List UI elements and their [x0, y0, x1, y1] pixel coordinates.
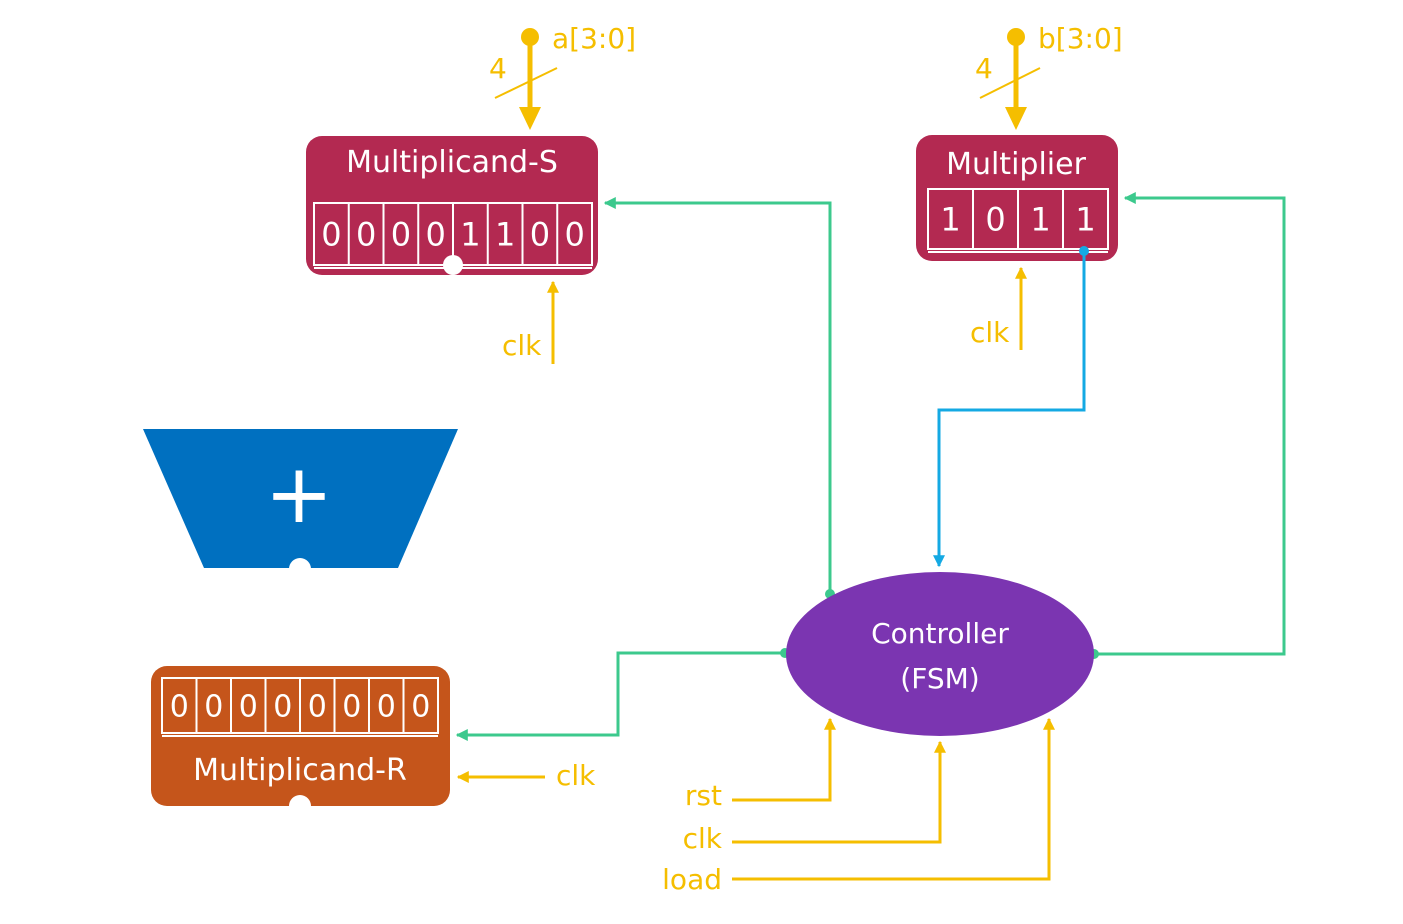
control-wire-multiplicand-s: [603, 197, 835, 599]
multiplicand-s-bit: 1: [460, 216, 480, 254]
multiplicand-r-clk-label: clk: [556, 759, 596, 792]
adder-body: [143, 429, 458, 568]
input-a-width: 4: [489, 52, 507, 85]
control-wire-multiplicand-s-path: [603, 197, 832, 594]
controller-sublabel: (FSM): [900, 662, 979, 695]
multiplicand-s-output-port: [443, 255, 463, 275]
multiplier-title: Multiplier: [946, 147, 1087, 182]
multiplicand-r-bit: 0: [342, 689, 361, 724]
controller-input-load: load: [662, 717, 1055, 896]
multiplier-bit: 1: [1030, 201, 1050, 239]
adder: +: [143, 429, 458, 580]
status-wire-dot: [1079, 246, 1089, 256]
multiplicand-r-bit: 0: [308, 689, 327, 724]
multiplicand-s-clk-label: clk: [502, 329, 542, 362]
control-wire-multiplicand-r: [455, 648, 790, 741]
multiplicand-s-clk: clk: [502, 280, 559, 364]
controller-input-clk-path: [732, 740, 946, 844]
multiplier-clk-label: clk: [970, 316, 1010, 349]
multiplicand-s-bit: 0: [425, 216, 445, 254]
controller-input-rst-path: [732, 717, 836, 802]
controller-input-load-path: [732, 717, 1055, 881]
multiplier-bit: 1: [1075, 201, 1095, 239]
multiplicand-s-title: Multiplicand-S: [346, 145, 558, 180]
control-wire-multiplier-path: [1094, 192, 1286, 656]
multiplicand-s-bit: 1: [495, 216, 515, 254]
controller: Controller (FSM): [786, 572, 1094, 736]
multiplicand-s-bit: 0: [564, 216, 584, 254]
controller-input-load-label: load: [662, 863, 722, 896]
input-b-arrowhead: [1005, 107, 1027, 130]
status-wire-path: [933, 251, 1086, 568]
controller-input-clk: clk: [683, 740, 946, 855]
multiplicand-s-bit: 0: [321, 216, 341, 254]
controller-input-rst-label: rst: [685, 779, 722, 812]
multiplicand-r-output-port: [289, 795, 311, 817]
control-wire-multiplicand-r-path: [455, 651, 785, 741]
multiplicand-r-title: Multiplicand-R: [193, 753, 407, 788]
input-a-width-slash: [494, 67, 558, 99]
adder-symbol: +: [265, 447, 334, 542]
controller-input-clk-label: clk: [683, 822, 723, 855]
input-b-width: 4: [975, 52, 993, 85]
input-b-label: b[3:0]: [1038, 22, 1123, 55]
control-wire-multiplier: [1089, 192, 1286, 659]
multiplicand-s-bit: 0: [356, 216, 376, 254]
multiplicand-r-bit: 0: [239, 689, 258, 724]
multiplier-clk: clk: [970, 266, 1027, 350]
status-wire-multiplier-lsb: [933, 246, 1089, 568]
multiplicand-r-bit: 0: [273, 689, 292, 724]
multiplicand-r-bit: 0: [377, 689, 396, 724]
multiplicand-r-bit: 0: [411, 689, 430, 724]
multiplier-bit: 1: [940, 201, 960, 239]
multiplier-bit: 0: [985, 201, 1005, 239]
multiplicand-s-bit: 0: [530, 216, 550, 254]
controller-label: Controller: [871, 617, 1009, 650]
controller-body: [786, 572, 1094, 736]
input-b: 4 b[3:0]: [975, 22, 1123, 130]
input-a-label: a[3:0]: [552, 22, 636, 55]
adder-output-port: [289, 558, 311, 580]
input-b-width-slash: [979, 67, 1041, 99]
multiplicand-r-bit: 0: [204, 689, 223, 724]
multiplicand-r-clk: clk: [456, 759, 596, 792]
multiplicand-s-bit: 0: [391, 216, 411, 254]
input-a: 4 a[3:0]: [489, 22, 636, 130]
input-a-arrowhead: [519, 107, 541, 130]
controller-input-rst: rst: [685, 717, 836, 812]
multiplicand-r-bit: 0: [170, 689, 189, 724]
